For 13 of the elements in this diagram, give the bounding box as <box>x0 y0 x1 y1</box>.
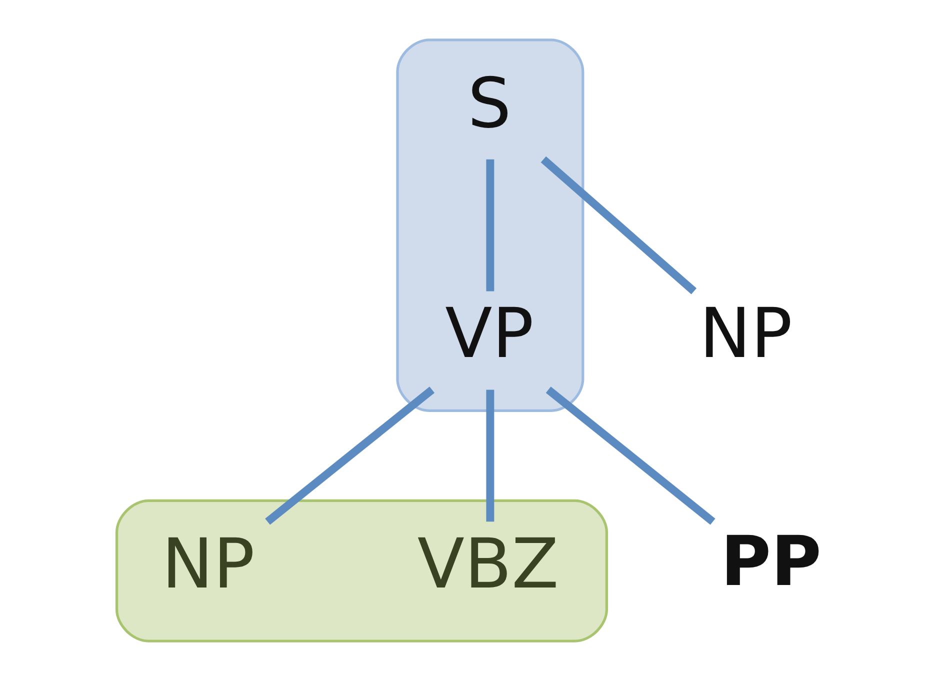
cluster <box>114 499 608 642</box>
node-text: NP <box>161 524 254 605</box>
node-text: PP <box>720 522 822 602</box>
connector <box>486 159 494 292</box>
node-text: NP <box>698 294 792 374</box>
node-text: S <box>467 64 511 144</box>
connector <box>264 386 434 525</box>
node-text: VP <box>444 294 534 374</box>
cluster <box>396 38 584 412</box>
node-text: VBZ <box>416 524 558 605</box>
connector <box>545 386 715 525</box>
connector <box>540 156 696 294</box>
connector <box>486 390 494 522</box>
